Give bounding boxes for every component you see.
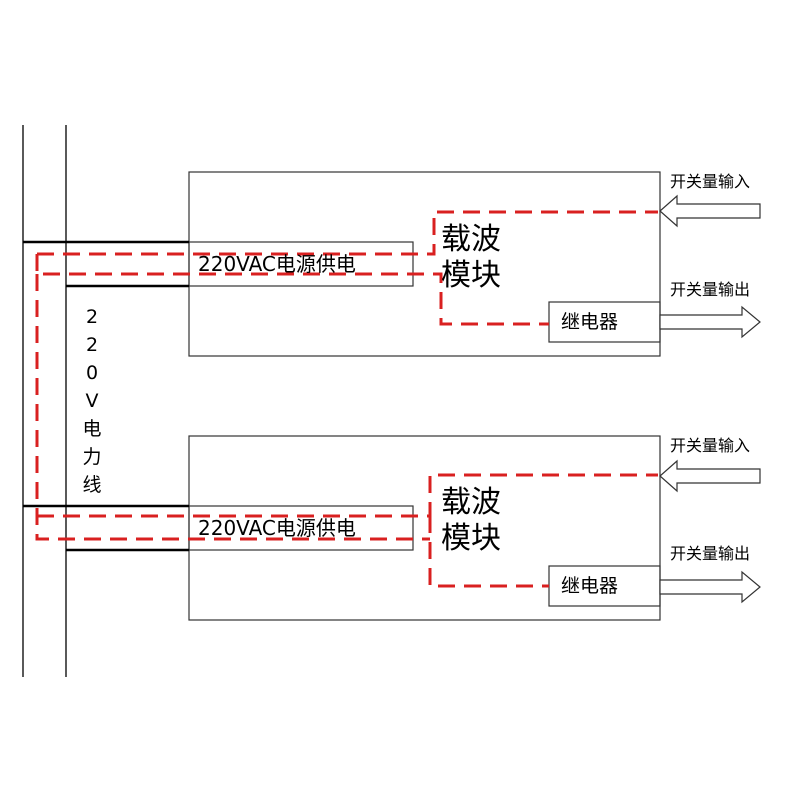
- signal-path: [35, 210, 658, 326]
- power-supply-label: 220VAC电源供电: [198, 516, 356, 540]
- output-arrow: [659, 570, 761, 604]
- input-arrow: [659, 459, 761, 493]
- carrier-module-label: 载波 模块: [441, 485, 501, 556]
- output-arrow: [659, 305, 761, 339]
- relay-label: 继电器: [561, 311, 619, 333]
- device-unit-1: [23, 171, 761, 357]
- input-arrow: [659, 194, 761, 228]
- signal-path: [35, 274, 658, 588]
- power-line-label: 2 2 0 V 电 力 线: [82, 306, 102, 496]
- switch-input-label: 开关量输入: [670, 436, 751, 455]
- power-supply-box: [188, 505, 414, 551]
- switch-output-label: 开关量输出: [670, 544, 751, 563]
- device-unit-2: [23, 274, 761, 621]
- power-supply-box: [188, 241, 414, 287]
- power-supply-label: 220VAC电源供电: [198, 252, 356, 276]
- carrier-module-label: 载波 模块: [441, 222, 501, 293]
- switch-input-label: 开关量输入: [670, 172, 751, 191]
- relay-label: 继电器: [561, 575, 619, 597]
- switch-output-label: 开关量输出: [670, 280, 751, 299]
